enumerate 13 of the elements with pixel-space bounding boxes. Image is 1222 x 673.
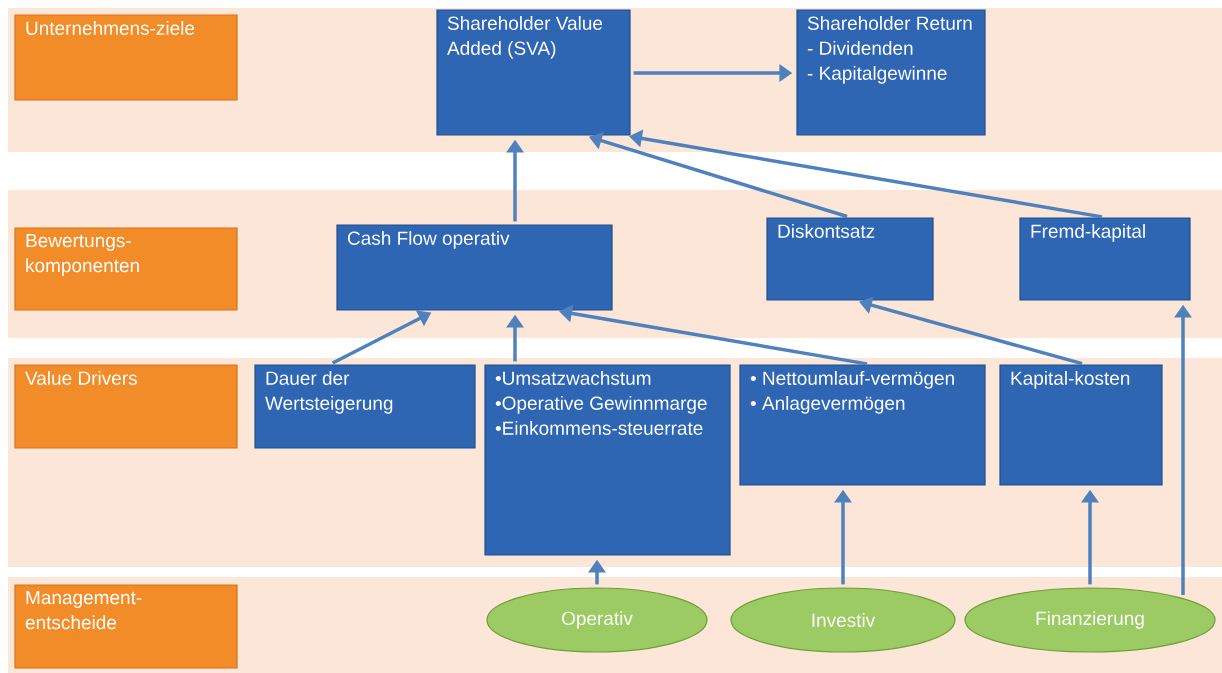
stage-label: Bewertungs-komponenten [14,227,238,311]
stage-label: Value Drivers [14,364,238,449]
process-box: • Nettoumlauf-vermögen • Anlagevermögen [739,364,986,486]
process-box: Diskontsatz [766,217,934,301]
process-box: Kapital-kosten [999,364,1163,486]
process-box: Shareholder Value Added (SVA) [436,9,631,136]
process-box: Cash Flow operativ [336,224,613,311]
process-box: Fremd-kapital [1019,217,1191,301]
stage-label: Unternehmens-ziele [14,14,238,101]
process-box: Dauer der Wertsteigerung [254,364,476,449]
process-box: Shareholder Return - Dividenden - Kapitalgewinne [796,9,986,136]
stage-label: Management-entscheide [14,584,238,669]
process-box: •Umsatzwachstum •Operative Gewinnmarge •Einkommens-steuerrate [484,364,731,556]
